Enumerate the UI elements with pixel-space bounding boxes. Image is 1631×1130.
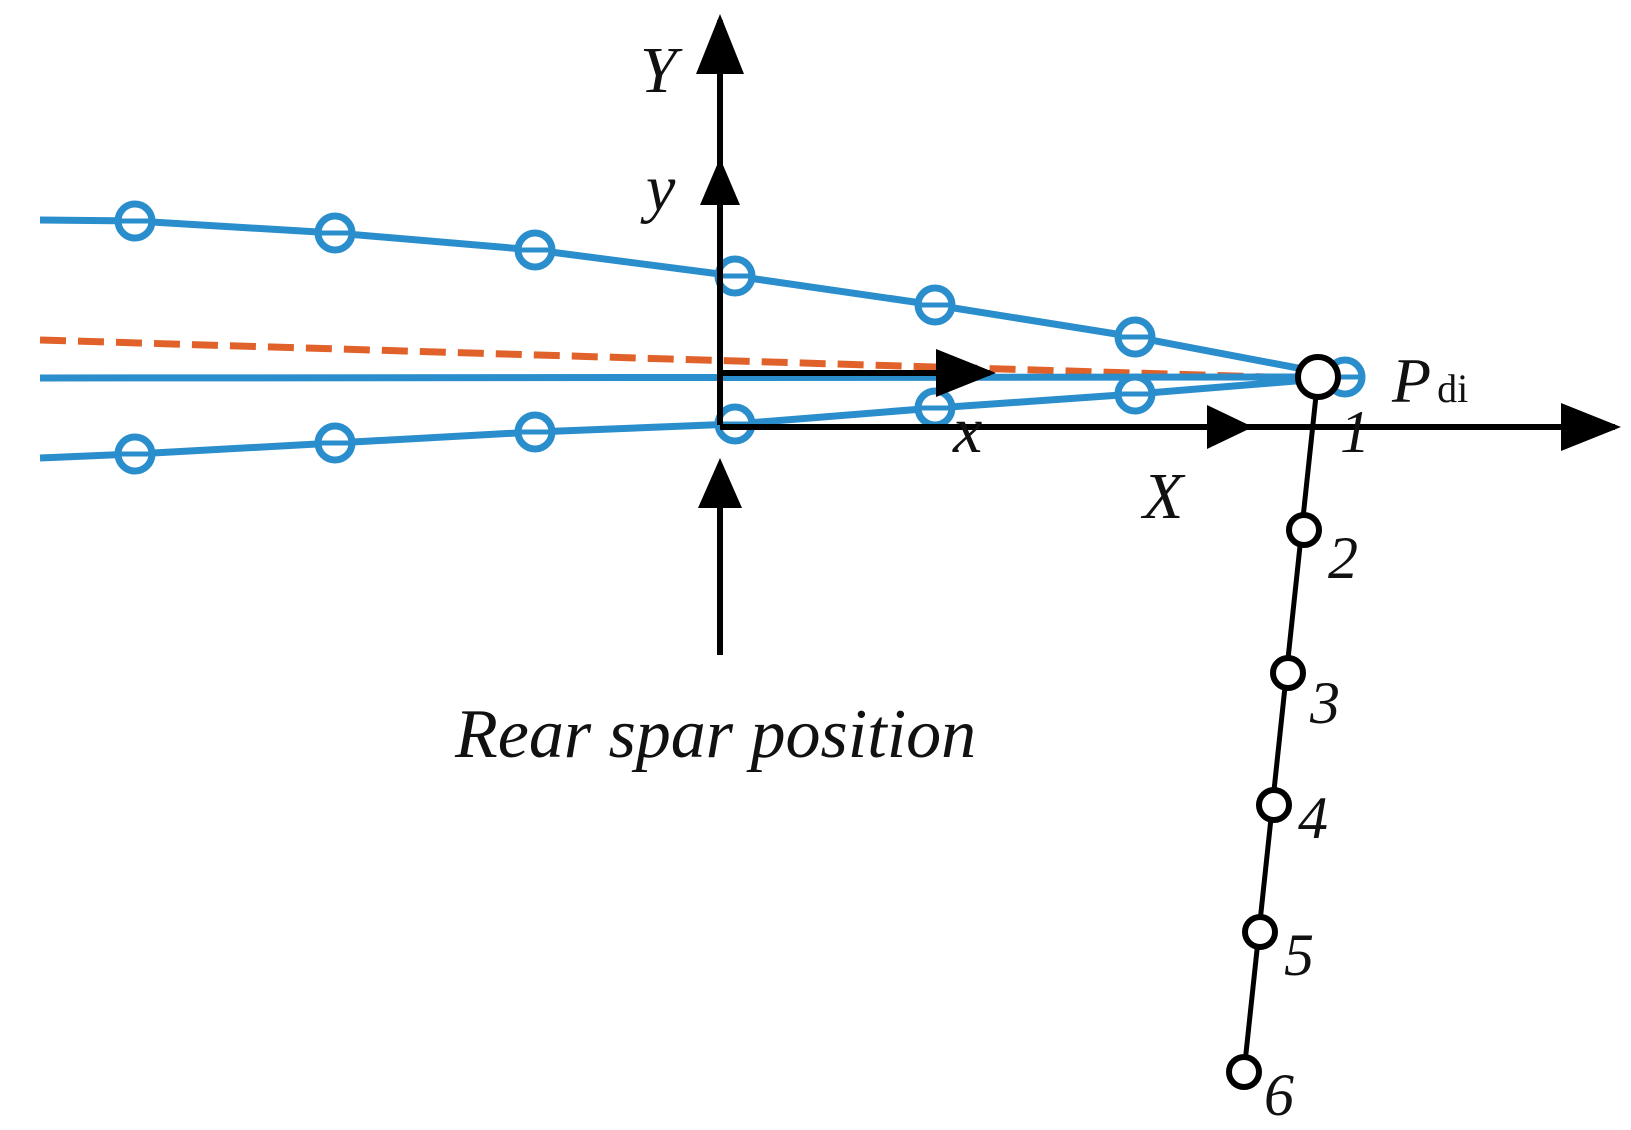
point-label-4: 4 xyxy=(1298,785,1328,851)
point-label-3: 3 xyxy=(1309,670,1340,736)
measurement-line xyxy=(1241,376,1321,1073)
node-marker xyxy=(1114,373,1156,415)
rear-spar-pointer-arrowhead xyxy=(698,458,742,508)
node-marker xyxy=(714,255,756,297)
node-marker xyxy=(1114,316,1156,358)
chord-line xyxy=(39,373,1346,382)
measurement-point-6 xyxy=(1226,1054,1262,1090)
point-label-5: 5 xyxy=(1284,922,1314,988)
node-marker xyxy=(914,387,956,429)
upper-surface-line xyxy=(39,216,1346,381)
global-x-axis-arrowhead-mid xyxy=(1207,405,1253,449)
label-P: P xyxy=(1391,345,1431,416)
point-label-2: 2 xyxy=(1328,525,1358,591)
label-y: y xyxy=(640,152,676,225)
label-X: X xyxy=(1140,460,1186,533)
measurement-point-3 xyxy=(1270,655,1306,691)
label-rear-spar-position: Rear spar position xyxy=(454,696,976,773)
label-x: x xyxy=(952,394,982,467)
node-marker xyxy=(914,284,956,326)
node-marker xyxy=(314,212,356,254)
label-P-subscript: di xyxy=(1437,366,1468,411)
point-label-6: 6 xyxy=(1264,1062,1294,1128)
point-number-labels: 1 2 3 4 5 6 xyxy=(1264,399,1370,1128)
label-Pdi: P di xyxy=(1391,345,1468,416)
lower-surface-line xyxy=(39,373,1346,462)
node-marker xyxy=(114,433,156,475)
upper-surface-nodes xyxy=(114,200,1366,398)
node-marker xyxy=(514,229,556,271)
node-marker xyxy=(114,200,156,242)
local-y-axis-arrowhead xyxy=(700,158,740,205)
mean-camber-dashed-line xyxy=(39,336,1301,382)
measurement-point-4 xyxy=(1256,787,1292,823)
label-Y: Y xyxy=(640,34,683,107)
measurement-points xyxy=(1226,354,1341,1090)
measurement-point-2 xyxy=(1286,512,1322,548)
point-label-1: 1 xyxy=(1340,399,1370,465)
measurement-point-5 xyxy=(1242,914,1278,950)
node-marker xyxy=(514,411,556,453)
node-marker xyxy=(314,422,356,464)
measurement-point-1 xyxy=(1295,354,1341,400)
